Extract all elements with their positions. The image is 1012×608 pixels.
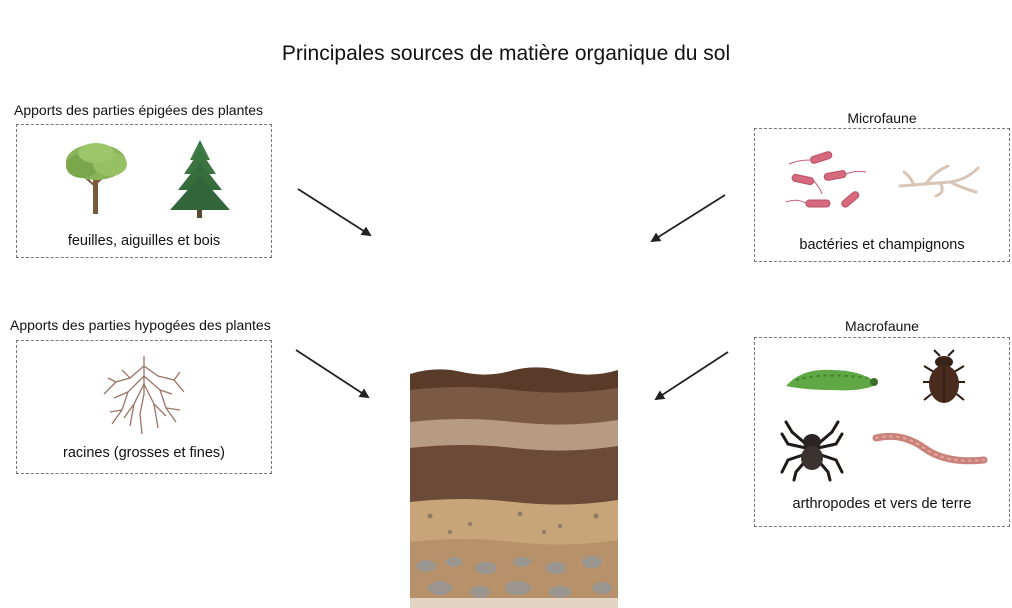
arrow-aerial bbox=[297, 188, 372, 237]
aerial-caption: feuilles, aiguilles et bois bbox=[67, 233, 221, 249]
conifer-tree-icon bbox=[170, 140, 230, 218]
microfauna-caption: bactéries et champignons bbox=[799, 237, 965, 253]
caterpillar-icon bbox=[786, 369, 878, 391]
microfauna-box bbox=[754, 128, 1010, 262]
underground-heading: Apports des parties hypogées des plantes bbox=[10, 317, 271, 333]
deciduous-tree-icon bbox=[66, 143, 127, 214]
underground-box bbox=[16, 340, 272, 474]
macrofauna-heading: Macrofaune bbox=[845, 318, 919, 334]
macrofauna-caption: arthropodes et vers de terre bbox=[792, 496, 972, 512]
aerial-heading: Apports des parties épigées des plantes bbox=[14, 102, 264, 118]
underground-caption: racines (grosses et fines) bbox=[63, 445, 225, 461]
arrow-microfauna bbox=[650, 194, 726, 243]
earthworm-icon bbox=[872, 432, 988, 465]
spider-icon bbox=[780, 420, 844, 482]
fungal-hyphae-icon bbox=[898, 164, 980, 198]
arrow-underground bbox=[295, 349, 370, 399]
arrow-macrofauna bbox=[654, 351, 729, 401]
macrofauna-box bbox=[754, 337, 1010, 527]
diagram-title: Principales sources de matière organique… bbox=[281, 42, 731, 65]
bacteria-icon bbox=[785, 151, 867, 208]
soil-profile-icon bbox=[410, 367, 618, 608]
aerial-box bbox=[16, 124, 272, 258]
microfauna-heading: Microfaune bbox=[847, 110, 917, 126]
roots-icon bbox=[103, 356, 185, 435]
beetle-icon bbox=[923, 349, 965, 403]
